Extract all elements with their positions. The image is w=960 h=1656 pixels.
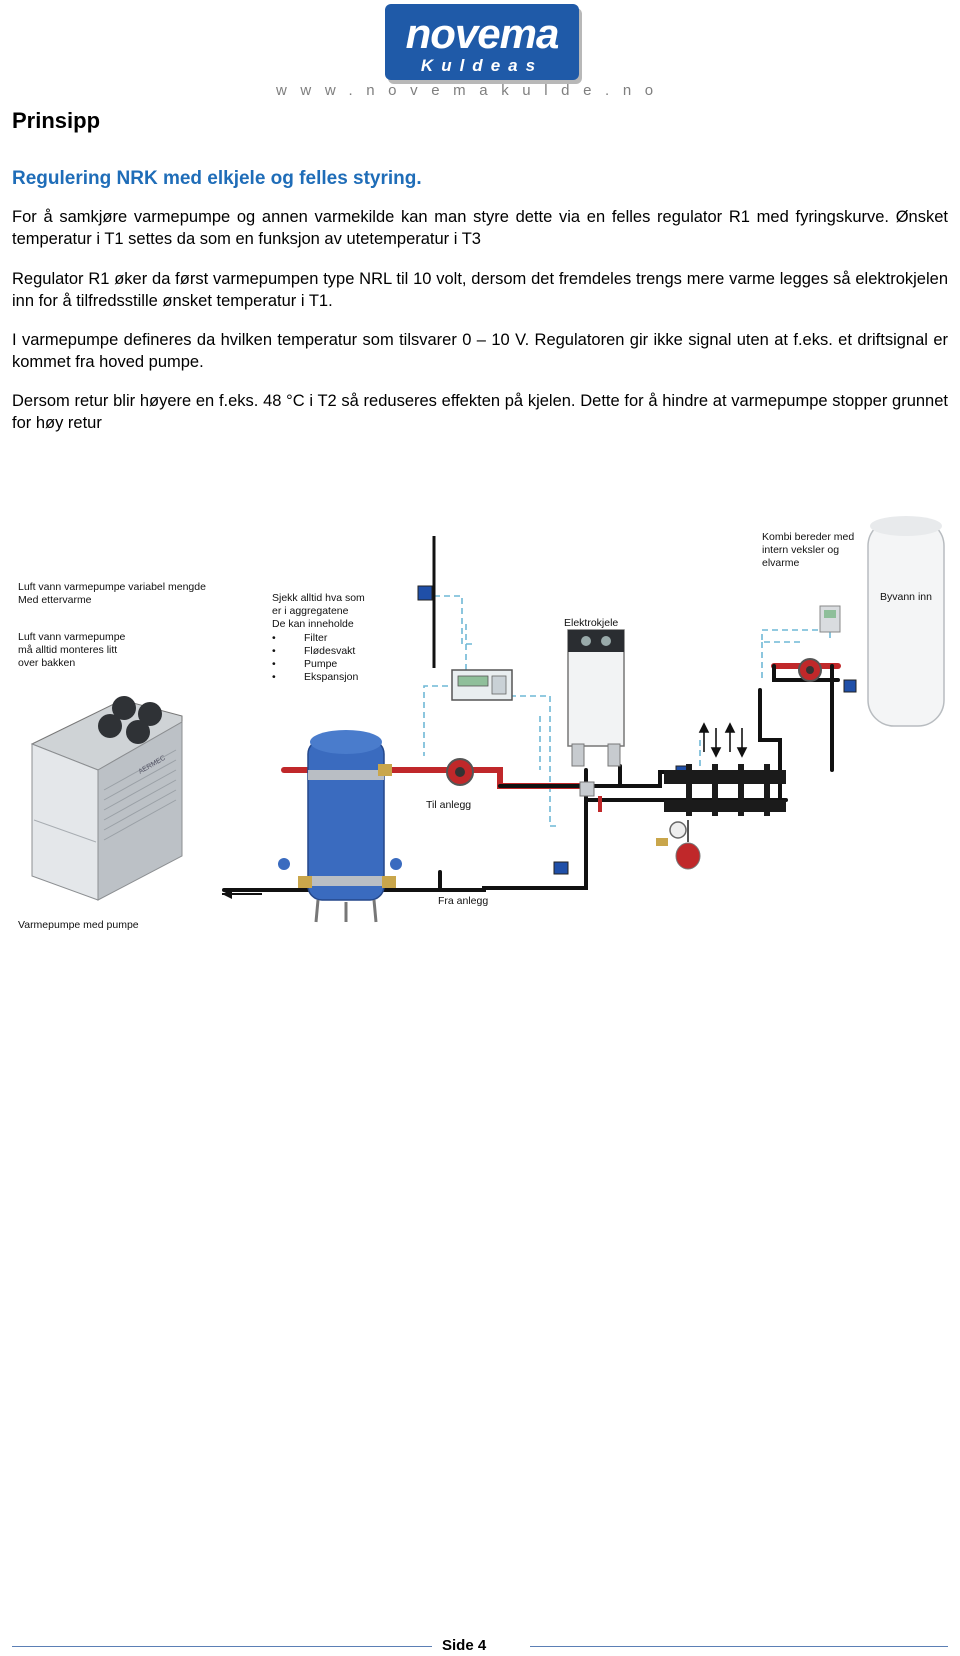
label-check-2: er i aggregatene <box>272 605 349 617</box>
page-number: Side 4 <box>442 1637 487 1654</box>
website-url: www.novemakulde.no <box>276 82 667 99</box>
footer-rule-right <box>530 1646 948 1647</box>
paragraph-regulator: Regulator R1 øker da først varmepumpen t… <box>12 270 948 310</box>
check-item: Pumpe <box>304 658 337 670</box>
label-til-anlegg: Til anlegg <box>426 799 471 811</box>
paragraph-definition: I varmepumpe defineres da hvilken temper… <box>12 331 948 371</box>
label-hp-title-2: Med ettervarme <box>18 594 92 606</box>
company-logo: novema Kuldeas <box>385 4 579 80</box>
distribution-manifold <box>664 722 786 816</box>
signal-wires <box>423 595 831 827</box>
sensor-outdoor <box>417 585 433 601</box>
circulation-pump-tank <box>798 658 822 682</box>
sensor-t1 <box>675 765 689 779</box>
expansion-vessel <box>675 820 701 870</box>
label-hp-note-1: Luft vann varmepumpe <box>18 631 126 643</box>
electric-boiler <box>567 629 625 812</box>
return-arrow <box>222 889 262 899</box>
label-hp-bottom: Varmepumpe med pumpe <box>18 919 139 931</box>
svg-text:•: • <box>272 671 276 683</box>
paragraph-return: Dersom retur blir høyere en f.eks. 48 °C… <box>12 392 948 432</box>
label-tank-2: intern veksler og <box>762 544 839 556</box>
label-check-3: De kan inneholde <box>272 618 354 630</box>
label-boiler: Elektrokjele <box>564 617 618 629</box>
logo-subtitle: Kuldeas <box>420 56 544 75</box>
label-hp-note-3: over bakken <box>18 657 75 669</box>
sensor-t2 <box>553 861 569 875</box>
circulation-pump-main <box>446 758 474 786</box>
label-fra-anlegg: Fra anlegg <box>438 895 488 907</box>
check-item: Ekspansjon <box>304 671 358 683</box>
sensor-tank <box>843 679 857 693</box>
hot-water-tank <box>819 516 945 727</box>
footer-rule-left <box>12 1646 432 1647</box>
check-item: Filter <box>304 632 328 644</box>
bullet-dot: • <box>272 632 276 644</box>
regulator-r1 <box>451 669 513 701</box>
label-hp-note-2: må alltid monteres litt <box>18 644 117 656</box>
hp-brand-label: AERMEC <box>138 755 167 776</box>
label-cold-in: Byvann inn <box>880 591 932 603</box>
heat-pump-unit: AERMEC <box>30 696 183 901</box>
buffer-tank <box>278 730 402 923</box>
label-tank-3: elvarme <box>762 557 800 569</box>
section-subheading: Regulering NRK med elkjele og felles sty… <box>12 168 422 189</box>
page-heading: Prinsipp <box>12 108 101 133</box>
pressure-gauge <box>656 821 687 846</box>
logo-box <box>385 4 579 80</box>
label-hp-title-1: Luft vann varmepumpe variabel mengde <box>18 581 206 593</box>
pipes <box>152 604 928 892</box>
label-tank-1: Kombi bereder med <box>762 531 854 543</box>
logo-wordmark: novema <box>405 10 560 57</box>
label-check-1: Sjekk alltid hva som <box>272 592 365 604</box>
svg-text:•: • <box>272 658 276 670</box>
paragraph-intro: For å samkjøre varmepumpe og annen varme… <box>12 208 948 248</box>
check-item: Flødesvakt <box>304 645 355 657</box>
svg-text:•: • <box>272 645 276 657</box>
